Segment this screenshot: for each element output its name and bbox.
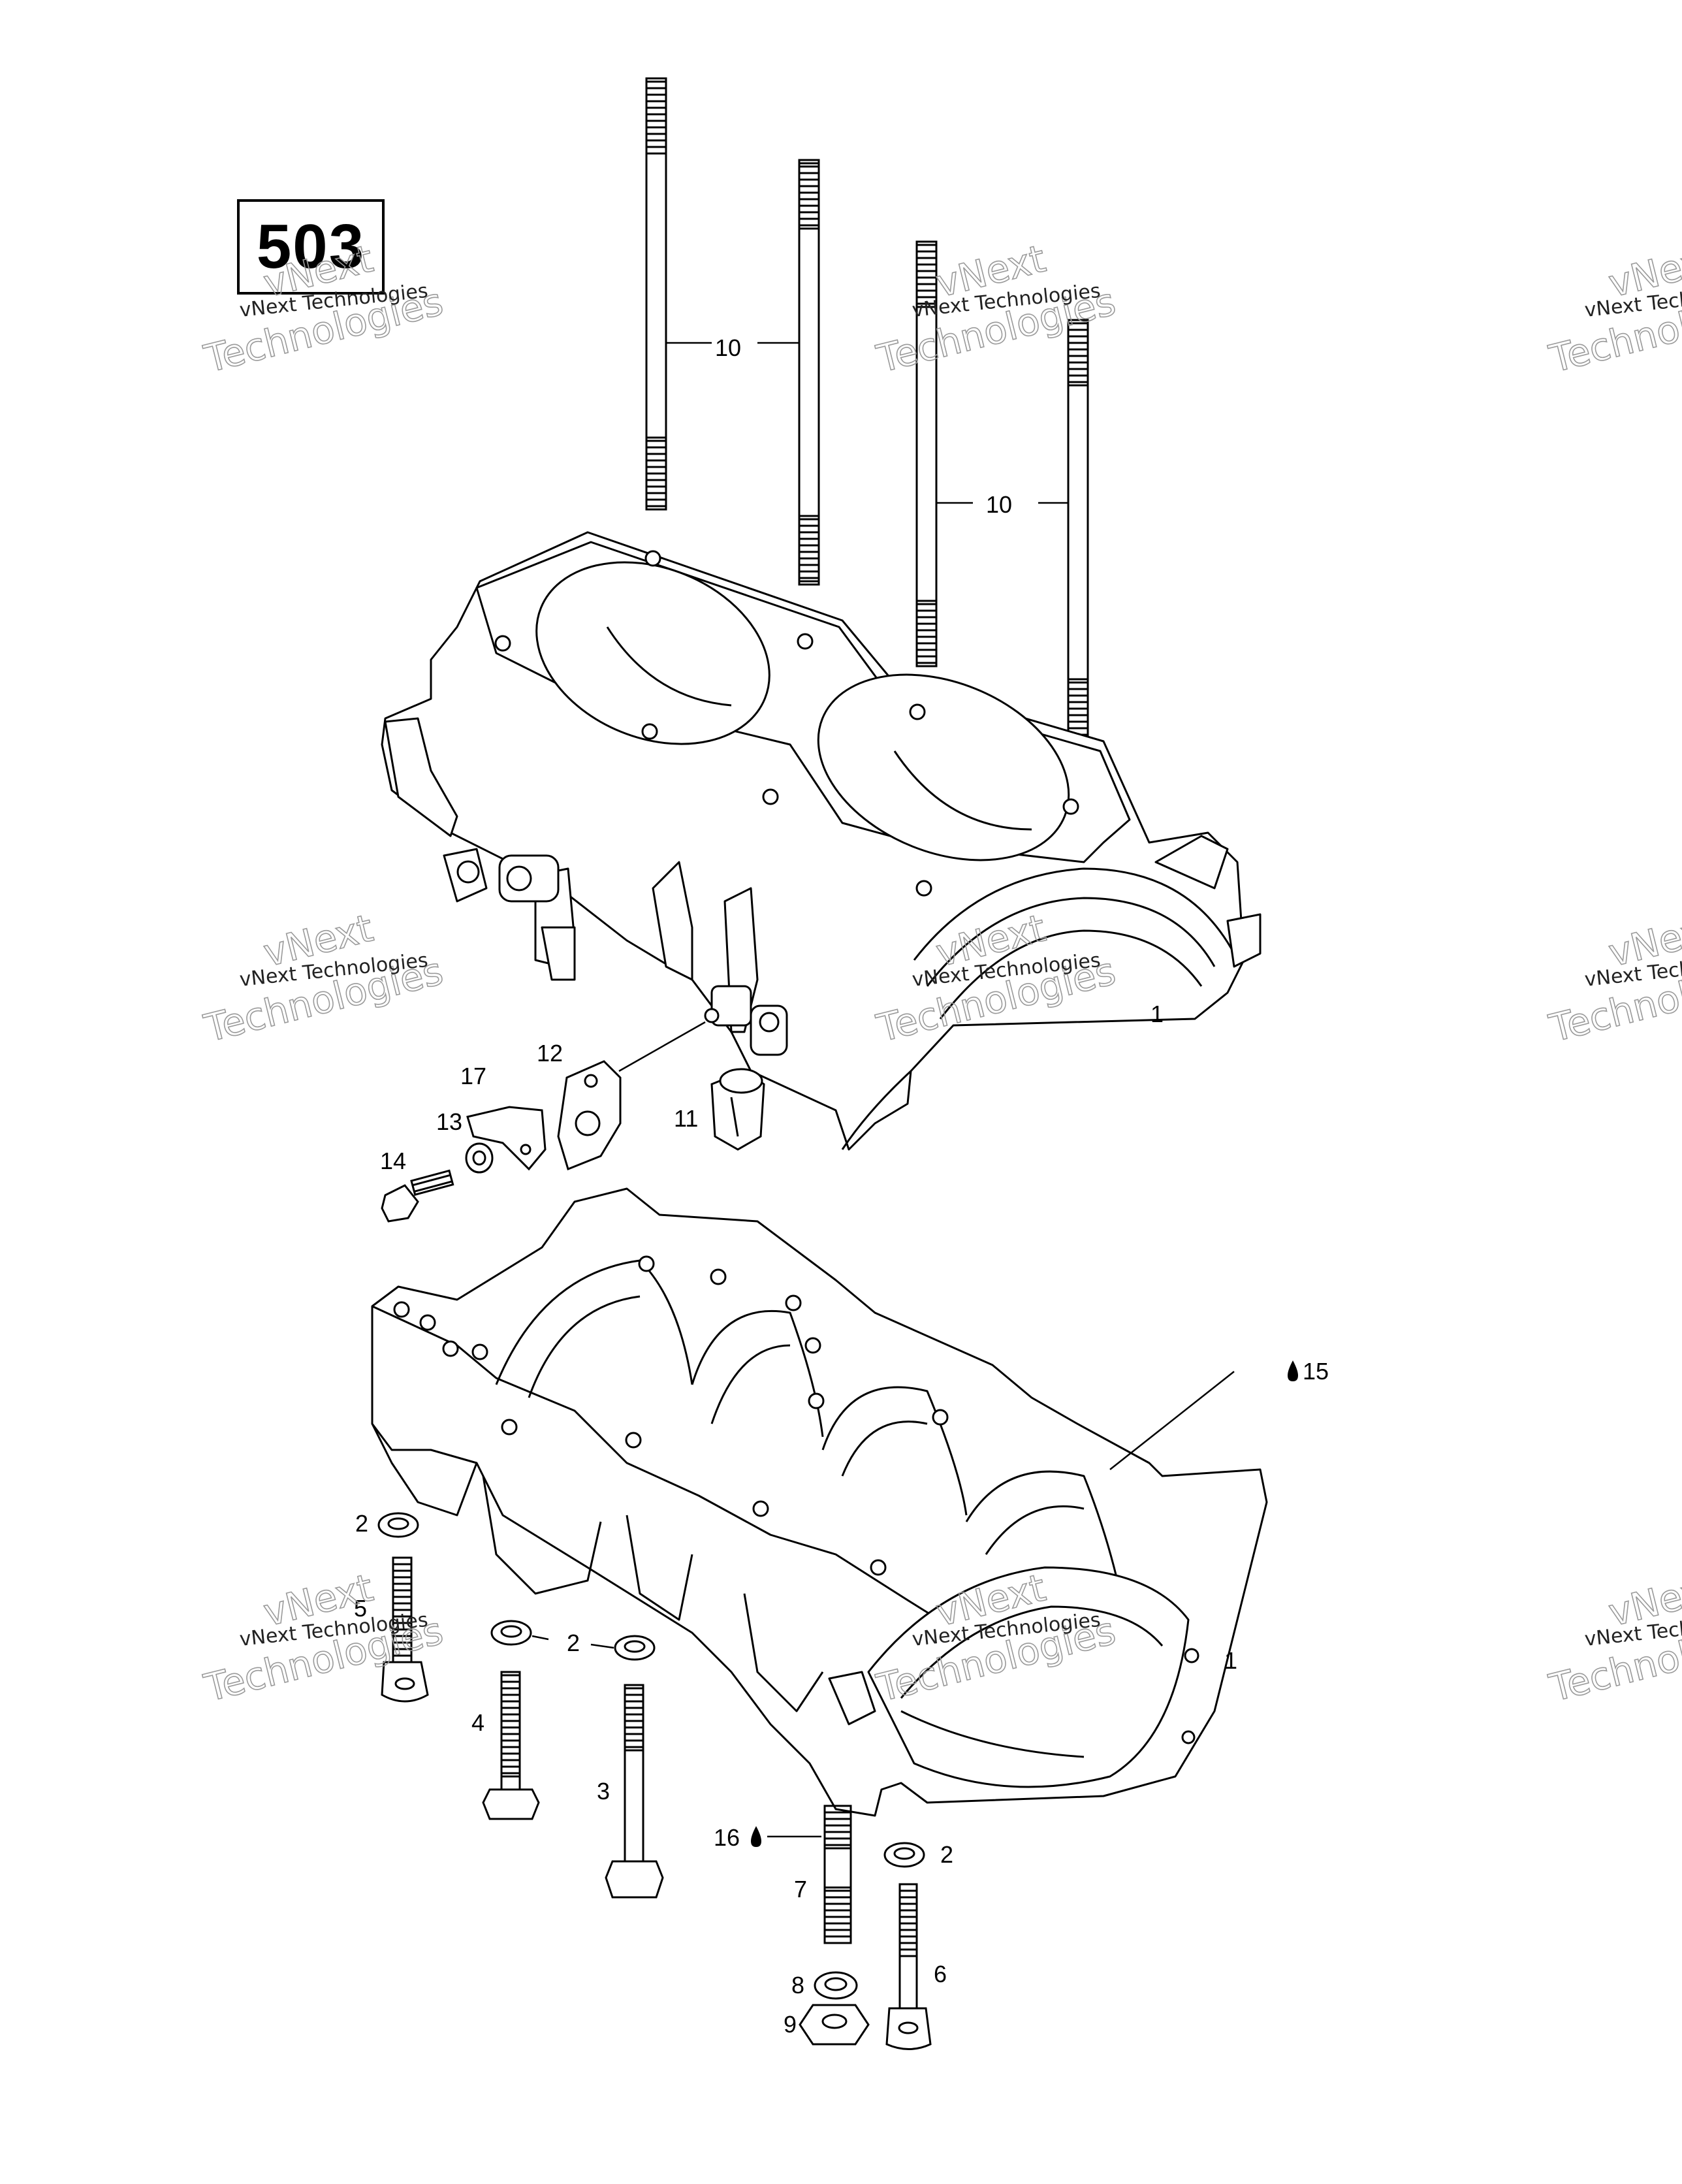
callout-17: 17 bbox=[460, 1063, 486, 1089]
watermark-tl: vNext Technologies vNext Technologies bbox=[199, 236, 448, 382]
callout-5: 5 bbox=[354, 1595, 367, 1622]
washer-2-right bbox=[883, 1842, 925, 1868]
grommet-11 bbox=[710, 1068, 765, 1151]
callout-3: 3 bbox=[597, 1778, 610, 1805]
washer-2-mid-b bbox=[614, 1635, 656, 1661]
callout-10: 10 bbox=[715, 334, 741, 361]
watermark-ml: vNext Technologies vNext Technologies bbox=[199, 905, 448, 1052]
stud-10-c bbox=[915, 240, 938, 667]
lower-crankcase bbox=[371, 1187, 1268, 1817]
oil-drop-icon bbox=[751, 1826, 761, 1847]
washer-13 bbox=[465, 1142, 494, 1174]
callout-6: 6 bbox=[934, 1961, 947, 1987]
stud-10-a bbox=[645, 77, 667, 511]
watermark-br: vNext Technologies vNext Technologies bbox=[1544, 1565, 1682, 1711]
washer-2-left bbox=[377, 1512, 419, 1538]
diagram-code-box: 503 bbox=[237, 199, 385, 295]
bracket-17 bbox=[466, 1106, 547, 1171]
bolt-6 bbox=[885, 1883, 932, 2050]
watermark-mr: vNext Technologies vNext Technologies bbox=[1544, 905, 1682, 1052]
callout-13: 13 bbox=[436, 1108, 462, 1135]
callout-9: 9 bbox=[784, 2011, 797, 2038]
watermark-tr: vNext Technologies vNext Technologies bbox=[1544, 236, 1682, 382]
nut-9 bbox=[799, 2004, 870, 2046]
bolt-4 bbox=[482, 1671, 540, 1820]
bolt-14 bbox=[381, 1169, 454, 1223]
stud-10-b bbox=[798, 159, 820, 586]
bolt-5 bbox=[381, 1556, 429, 1703]
callout-2: 2 bbox=[355, 1510, 368, 1537]
callout-7: 7 bbox=[794, 1876, 807, 1903]
callout-2: 2 bbox=[940, 1841, 953, 1868]
callout-1: 1 bbox=[1224, 1647, 1237, 1674]
upper-crankcase bbox=[381, 531, 1262, 1151]
washer-8 bbox=[814, 1971, 858, 2000]
stud-10-d bbox=[1067, 319, 1089, 746]
callout-15: 15 bbox=[1303, 1358, 1329, 1385]
bolt-3 bbox=[605, 1684, 664, 1899]
callout-12: 12 bbox=[537, 1040, 563, 1067]
callout-10: 10 bbox=[986, 491, 1012, 518]
stud-7 bbox=[823, 1805, 852, 1944]
oil-drop-icon bbox=[1288, 1360, 1298, 1381]
callout-16: 16 bbox=[714, 1824, 740, 1851]
diagram-code: 503 bbox=[256, 212, 366, 281]
fitting-12 bbox=[557, 1060, 622, 1171]
callout-14: 14 bbox=[380, 1148, 406, 1174]
callout-11: 11 bbox=[674, 1105, 698, 1132]
washer-2-mid-a bbox=[490, 1620, 532, 1646]
callout-2: 2 bbox=[567, 1630, 580, 1656]
callout-1: 1 bbox=[1150, 1001, 1164, 1027]
watermark-bc: vNext Technologies vNext Technologies bbox=[872, 1565, 1120, 1711]
callout-4: 4 bbox=[471, 1709, 484, 1736]
callout-8: 8 bbox=[791, 1972, 804, 1999]
